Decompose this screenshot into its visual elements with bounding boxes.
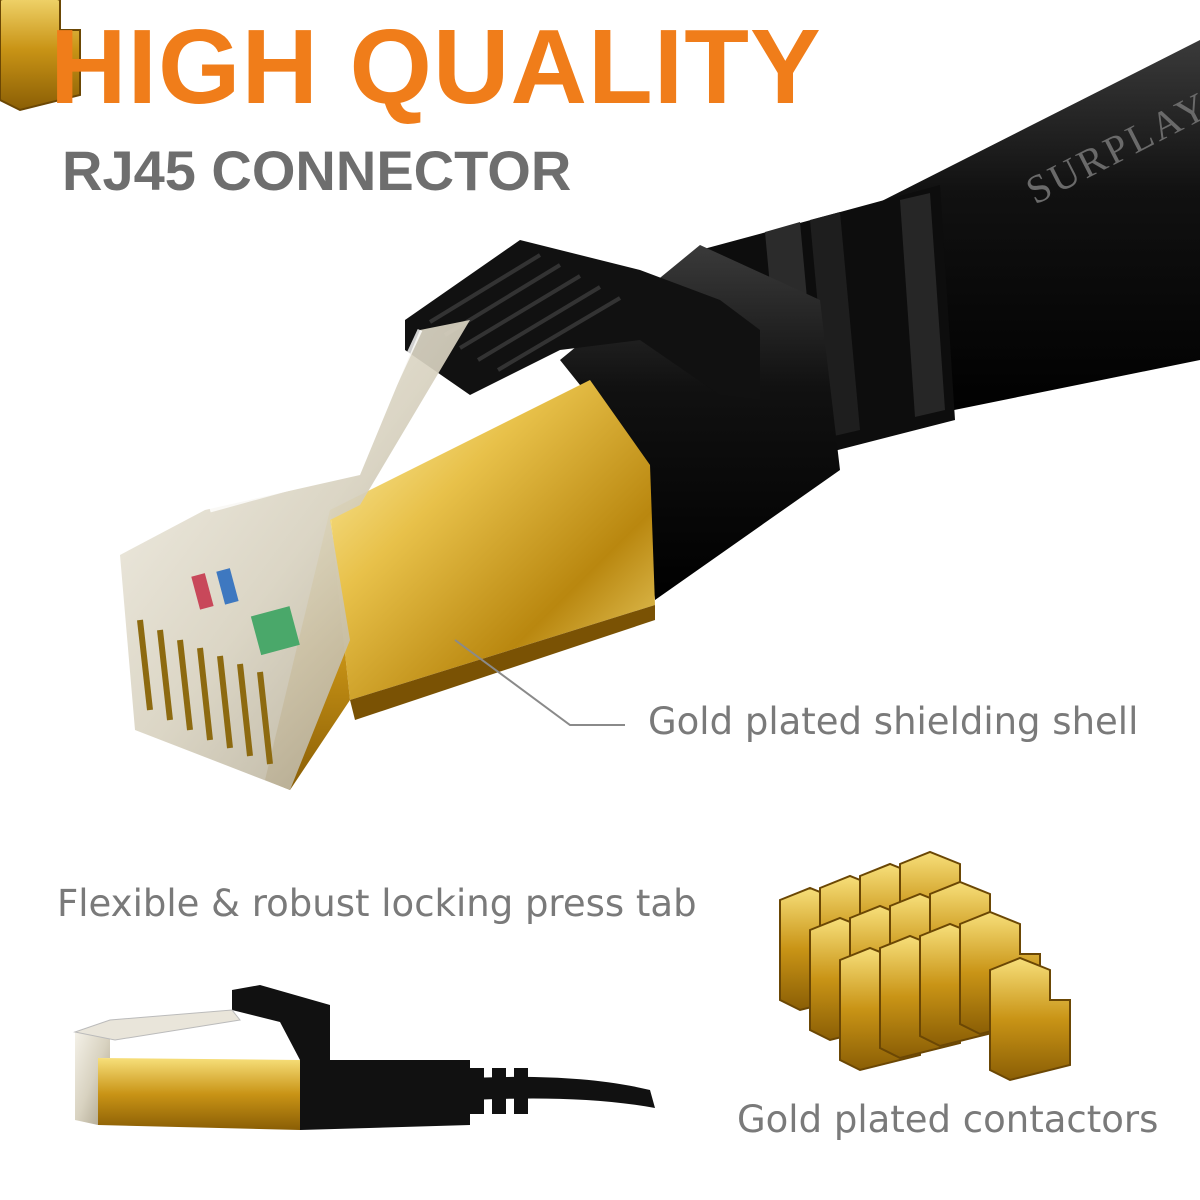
gold-contactors bbox=[0, 0, 1071, 1081]
subheadline: RJ45 CONNECTOR bbox=[62, 139, 572, 202]
callout-locking-tab: Flexible & robust locking press tab bbox=[57, 882, 697, 925]
callout-contactors: Gold plated contactors bbox=[737, 1098, 1159, 1141]
side-gold-shell bbox=[98, 1058, 300, 1130]
callout-shielding-shell: Gold plated shielding shell bbox=[648, 700, 1139, 743]
main-connector: SURPLAY bbox=[120, 40, 1200, 790]
gold-shielding-shell bbox=[330, 380, 655, 700]
shell-leader-line bbox=[454, 639, 625, 726]
clear-plastic-head bbox=[120, 320, 470, 790]
headline: HIGH QUALITY bbox=[50, 8, 822, 126]
side-view-connector bbox=[73, 985, 655, 1130]
